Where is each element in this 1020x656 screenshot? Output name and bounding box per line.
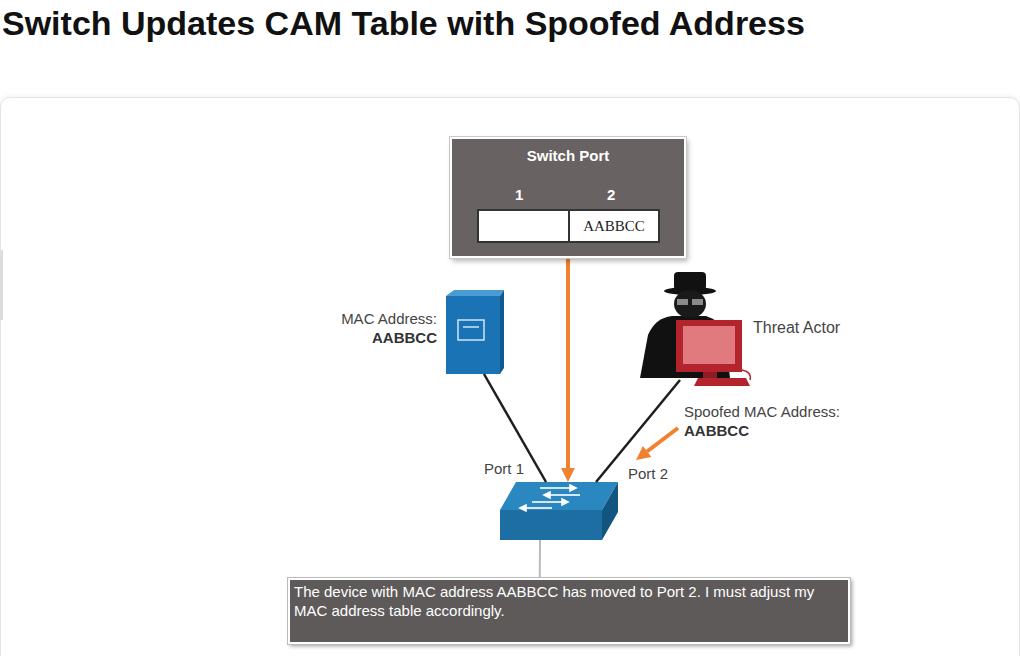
node-text: Switch Port — [452, 147, 684, 164]
spoof-label: Spoofed MAC Address: — [684, 403, 840, 420]
switch-node: Port 1Port 2 — [500, 482, 618, 540]
cam-table-cell-empty — [477, 209, 570, 243]
column-number: 2 — [607, 186, 615, 203]
node-text: AABBCC — [570, 211, 658, 241]
column-number: 1 — [515, 186, 523, 203]
threat-actor-node: Threat Actor — [636, 268, 856, 380]
connector-line — [539, 540, 541, 578]
node-text: Port 2 — [628, 465, 668, 482]
page-title: Switch Updates CAM Table with Spoofed Ad… — [2, 4, 805, 43]
connector — [539, 540, 540, 578]
cam-table-panel: Switch PortAABBCC — [450, 137, 686, 258]
node-text: The device with MAC address AABBCC has m… — [294, 582, 842, 620]
spoof-arrow — [636, 428, 678, 460]
node-text: Port 1 — [484, 460, 524, 477]
server-node: MAC Address: AABBCC — [320, 292, 502, 374]
connector — [484, 374, 546, 482]
node-text: Threat Actor — [753, 319, 840, 337]
connector-line — [596, 380, 680, 482]
connector — [561, 258, 575, 482]
panel-tab — [0, 250, 3, 320]
node-text: MAC Address: — [320, 310, 437, 327]
threat-actor-figure — [640, 272, 750, 386]
callout-box: The device with MAC address AABBCC has m… — [288, 578, 850, 644]
node-text: AABBCC — [320, 329, 437, 346]
server-icon — [446, 290, 504, 374]
connector-line — [484, 374, 546, 482]
arrow-head — [561, 468, 575, 482]
connector-line — [566, 258, 570, 468]
spoof-mac: AABBCC — [684, 422, 749, 439]
connector — [596, 380, 680, 482]
switch-icon — [500, 482, 618, 540]
cam-table-cell: AABBCC — [568, 209, 660, 243]
